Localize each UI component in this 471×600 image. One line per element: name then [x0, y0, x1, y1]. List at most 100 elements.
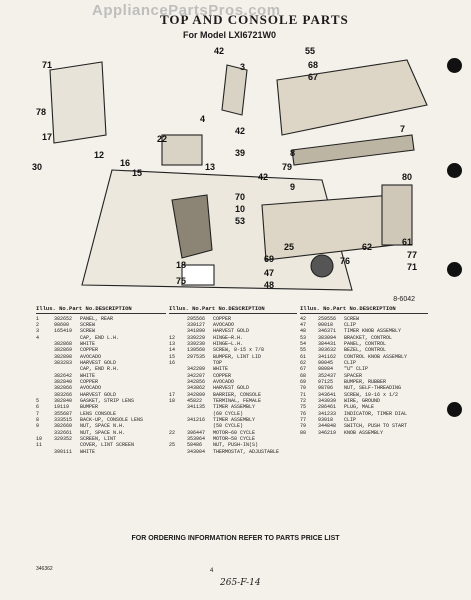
- callout-label: 4: [200, 114, 205, 124]
- part-number: 382660: [54, 423, 73, 430]
- knob-assembly-part: [381, 184, 413, 246]
- part-number: 98706: [318, 385, 334, 392]
- callout-label: 80: [402, 172, 412, 182]
- part-description: AVOCADO: [80, 385, 102, 392]
- illus-number: 75: [300, 404, 307, 411]
- part-description: NUT, SELF-THREADING: [344, 385, 402, 392]
- illus-number: 11: [36, 442, 43, 449]
- part-number: 343004: [187, 448, 206, 455]
- callout-label: 76: [340, 256, 350, 266]
- callout-label: 17: [42, 132, 52, 142]
- part-description: TIMER ASSEMBLY: [213, 417, 256, 423]
- part-number: 342207: [187, 372, 206, 379]
- callout-label: 16: [120, 158, 130, 168]
- part-number: 332661: [54, 429, 73, 436]
- illus-number: 55: [300, 347, 307, 354]
- page-title: TOP AND CONSOLE PARTS: [160, 12, 349, 27]
- part-number: 341233: [318, 410, 337, 417]
- part-description: MOTOR—50 CYCLE: [213, 436, 256, 443]
- top-panel-part: [81, 169, 353, 291]
- callout-label: 47: [264, 268, 274, 278]
- illus-number: 9: [36, 423, 40, 430]
- callout-label: 30: [32, 162, 42, 172]
- part-number: 342809: [187, 391, 206, 398]
- callout-label: 55: [305, 46, 315, 56]
- illus-number: 5: [36, 397, 40, 404]
- illus-number: 47: [300, 321, 307, 328]
- console-part: [276, 59, 428, 136]
- illus-number: 76: [300, 410, 307, 417]
- part-description: (50 CYCLE): [213, 423, 244, 430]
- part-number: 346371: [318, 328, 337, 335]
- part-number: 295566: [187, 315, 206, 322]
- part-number: 382642: [54, 372, 73, 379]
- illus-number: 15: [169, 353, 176, 360]
- part-number: 384431: [318, 340, 337, 347]
- callout-label: 48: [264, 280, 274, 290]
- model-number: For Model LXI6721W0: [183, 30, 277, 40]
- part-description: WHITE: [213, 366, 229, 373]
- callout-label: 69: [264, 254, 274, 264]
- part-number: 303632: [318, 347, 337, 354]
- part-number: 329352: [54, 436, 73, 443]
- part-description: COPPER: [213, 315, 232, 322]
- part-number: 382840: [54, 378, 73, 385]
- callout-label: 7: [400, 124, 405, 134]
- callout-label: 9: [290, 182, 295, 192]
- part-description: AVOCADO: [213, 321, 235, 328]
- part-description: PLUG, MALE: [344, 404, 375, 411]
- part-description: SWITCH, PUSH TO START: [344, 423, 408, 430]
- binder-hole-icon: [447, 163, 462, 178]
- part-description: BUMPER, RUBBER: [344, 378, 387, 385]
- part-number: 90018: [318, 321, 334, 328]
- callout-label: 42: [235, 126, 245, 136]
- callout-label: 3: [240, 62, 245, 72]
- callout-label: 15: [132, 168, 142, 178]
- part-number: 342209: [187, 366, 206, 373]
- callout-label: 70: [235, 192, 245, 202]
- part-description: AVOCADO: [213, 378, 235, 385]
- part-description: KNOB ASSEMBLY: [344, 429, 384, 436]
- part-description: WHITE: [80, 372, 96, 379]
- part-description: CAP, END R.H.: [80, 366, 120, 373]
- illus-number: 14: [169, 347, 176, 354]
- part-description: SCREW: [80, 328, 96, 335]
- part-description: BARRIER, CONSOLE: [213, 391, 262, 398]
- callout-label: 18: [176, 260, 186, 270]
- illus-number: 67: [300, 366, 307, 373]
- part-description: HINGE—R.H.: [213, 334, 244, 341]
- part-description: BUMPER, LINT LID: [213, 353, 262, 360]
- part-description: TIMER ASSEMBLY: [213, 404, 256, 411]
- part-description: WHITE: [80, 340, 96, 347]
- part-number: 382869: [54, 347, 73, 354]
- part-number: 396447: [187, 429, 206, 436]
- part-number: 343039: [318, 397, 337, 404]
- part-description: HARVEST GOLD: [213, 385, 250, 392]
